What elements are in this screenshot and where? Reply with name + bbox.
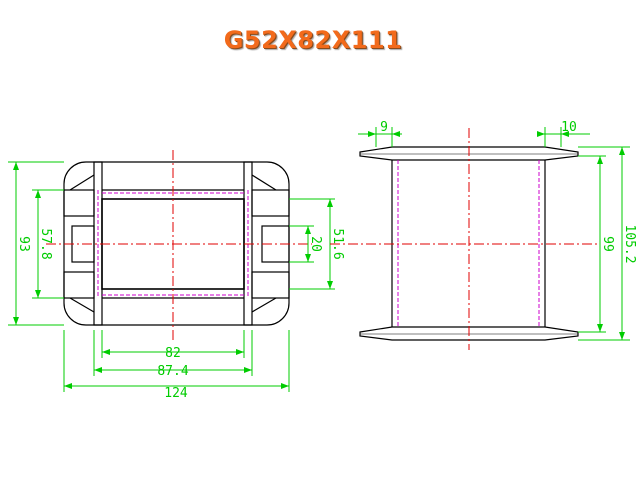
front-chamfer-bl	[69, 297, 95, 313]
dim-side-height-total: 105.2	[622, 224, 637, 263]
dim-width-outer: 87.4	[157, 364, 188, 379]
front-chamfer-tr	[251, 174, 277, 191]
side-dimensions	[358, 127, 630, 341]
dim-width-inner: 82	[165, 346, 181, 361]
dim-height-middle: 57.8	[38, 228, 53, 259]
front-arrowheads	[13, 162, 333, 389]
dim-height-total: 93	[16, 236, 31, 252]
front-right-tab-top	[251, 189, 290, 217]
side-dimension-labels: 9 10 105.2 99	[380, 120, 637, 264]
front-chamfer-br	[251, 297, 277, 313]
side-bottom-flange	[359, 326, 579, 341]
dim-slot: 20	[308, 236, 323, 252]
drawing-title: G52X82X111	[223, 26, 403, 54]
front-right-tab-bottom	[251, 271, 290, 299]
front-dimensions	[8, 161, 335, 392]
front-left-tab-bottom	[63, 271, 95, 299]
front-left-tab-top	[63, 189, 95, 217]
dim-flange-left: 9	[380, 120, 388, 135]
front-chamfer-tl	[69, 174, 95, 191]
front-dimension-labels: 124 87.4 82 93 57.8 51.6 20	[16, 228, 345, 401]
dim-flange-right: 10	[561, 120, 577, 135]
side-centerlines	[330, 128, 600, 350]
side-hidden-lines	[397, 160, 540, 327]
side-arrowheads	[368, 131, 625, 340]
dim-side-height-inner: 99	[600, 236, 615, 252]
dim-width-total: 124	[164, 386, 188, 401]
front-centerlines	[46, 150, 312, 340]
